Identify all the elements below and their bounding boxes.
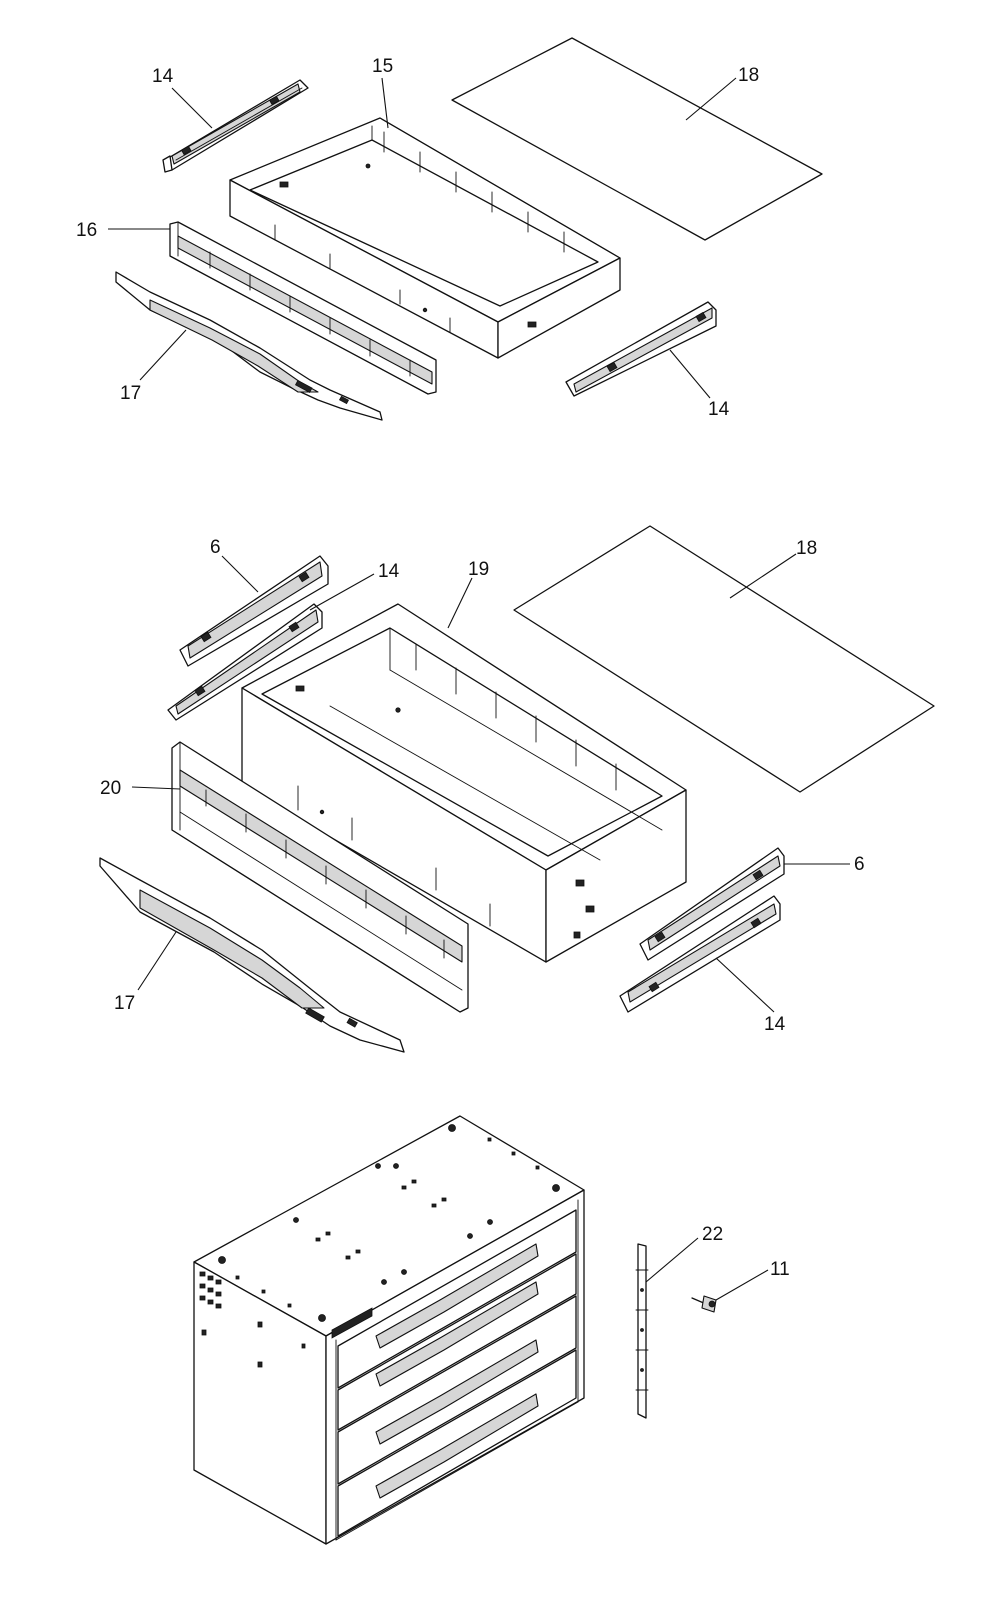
knob-part-11 — [691, 1295, 717, 1313]
slide-rail-part-14-top-right — [565, 301, 717, 397]
middle-drawer-assembly: 6 14 19 18 20 6 17 14 — [99, 525, 935, 1053]
hinge-strip-part-22 — [635, 1243, 649, 1419]
slide-rail-part-6-middle-left — [179, 555, 329, 667]
panel-part-18-middle — [513, 525, 935, 793]
callout-6-middle-right: 6 — [854, 854, 865, 875]
handle-part-17-top — [115, 271, 383, 421]
callout-18-middle: 18 — [796, 538, 817, 559]
callout-14-top-left: 14 — [152, 66, 174, 87]
front-rail-part-16 — [169, 221, 437, 395]
front-rail-part-20 — [171, 741, 469, 1013]
cabinet-side-holes — [199, 1271, 306, 1368]
callout-14-middle-right: 14 — [764, 1014, 786, 1035]
callout-20: 20 — [100, 778, 121, 799]
callout-14-middle-left: 14 — [378, 561, 400, 582]
tray-back-dividers — [383, 131, 565, 253]
callout-16: 16 — [76, 220, 97, 241]
box-back-dividers — [415, 643, 617, 791]
drawer-tray-part-15 — [229, 117, 621, 359]
callout-11: 11 — [770, 1259, 790, 1280]
callout-14-top-right: 14 — [708, 399, 730, 420]
cabinet-drawers — [337, 1209, 577, 1537]
slide-rail-part-6-middle-right — [639, 847, 785, 961]
panel-part-18-top — [451, 37, 823, 241]
top-callouts: 14 15 18 16 17 14 — [76, 56, 759, 420]
callout-18-top: 18 — [738, 65, 759, 86]
drawer-box-part-19 — [241, 603, 687, 963]
middle-callouts: 6 14 19 18 20 6 17 14 — [100, 537, 865, 1035]
slide-rail-part-14-middle-left — [167, 603, 323, 721]
callout-6-middle-left: 6 — [210, 537, 221, 558]
cabinet-top-holes — [218, 1124, 560, 1322]
handle-part-17-middle — [99, 857, 405, 1053]
slide-rail-part-14-top-left — [162, 79, 309, 173]
callout-22: 22 — [702, 1224, 723, 1245]
callout-17-top: 17 — [120, 383, 141, 404]
slide-rail-part-14-middle-right — [619, 895, 781, 1013]
callout-17-middle: 17 — [114, 993, 135, 1014]
callout-19: 19 — [468, 559, 489, 580]
bottom-callouts: 22 11 — [645, 1224, 790, 1301]
top-drawer-assembly: 14 15 18 16 17 14 — [76, 37, 823, 421]
callout-15: 15 — [372, 56, 393, 77]
cabinet-assembly: 22 11 — [193, 1115, 790, 1545]
